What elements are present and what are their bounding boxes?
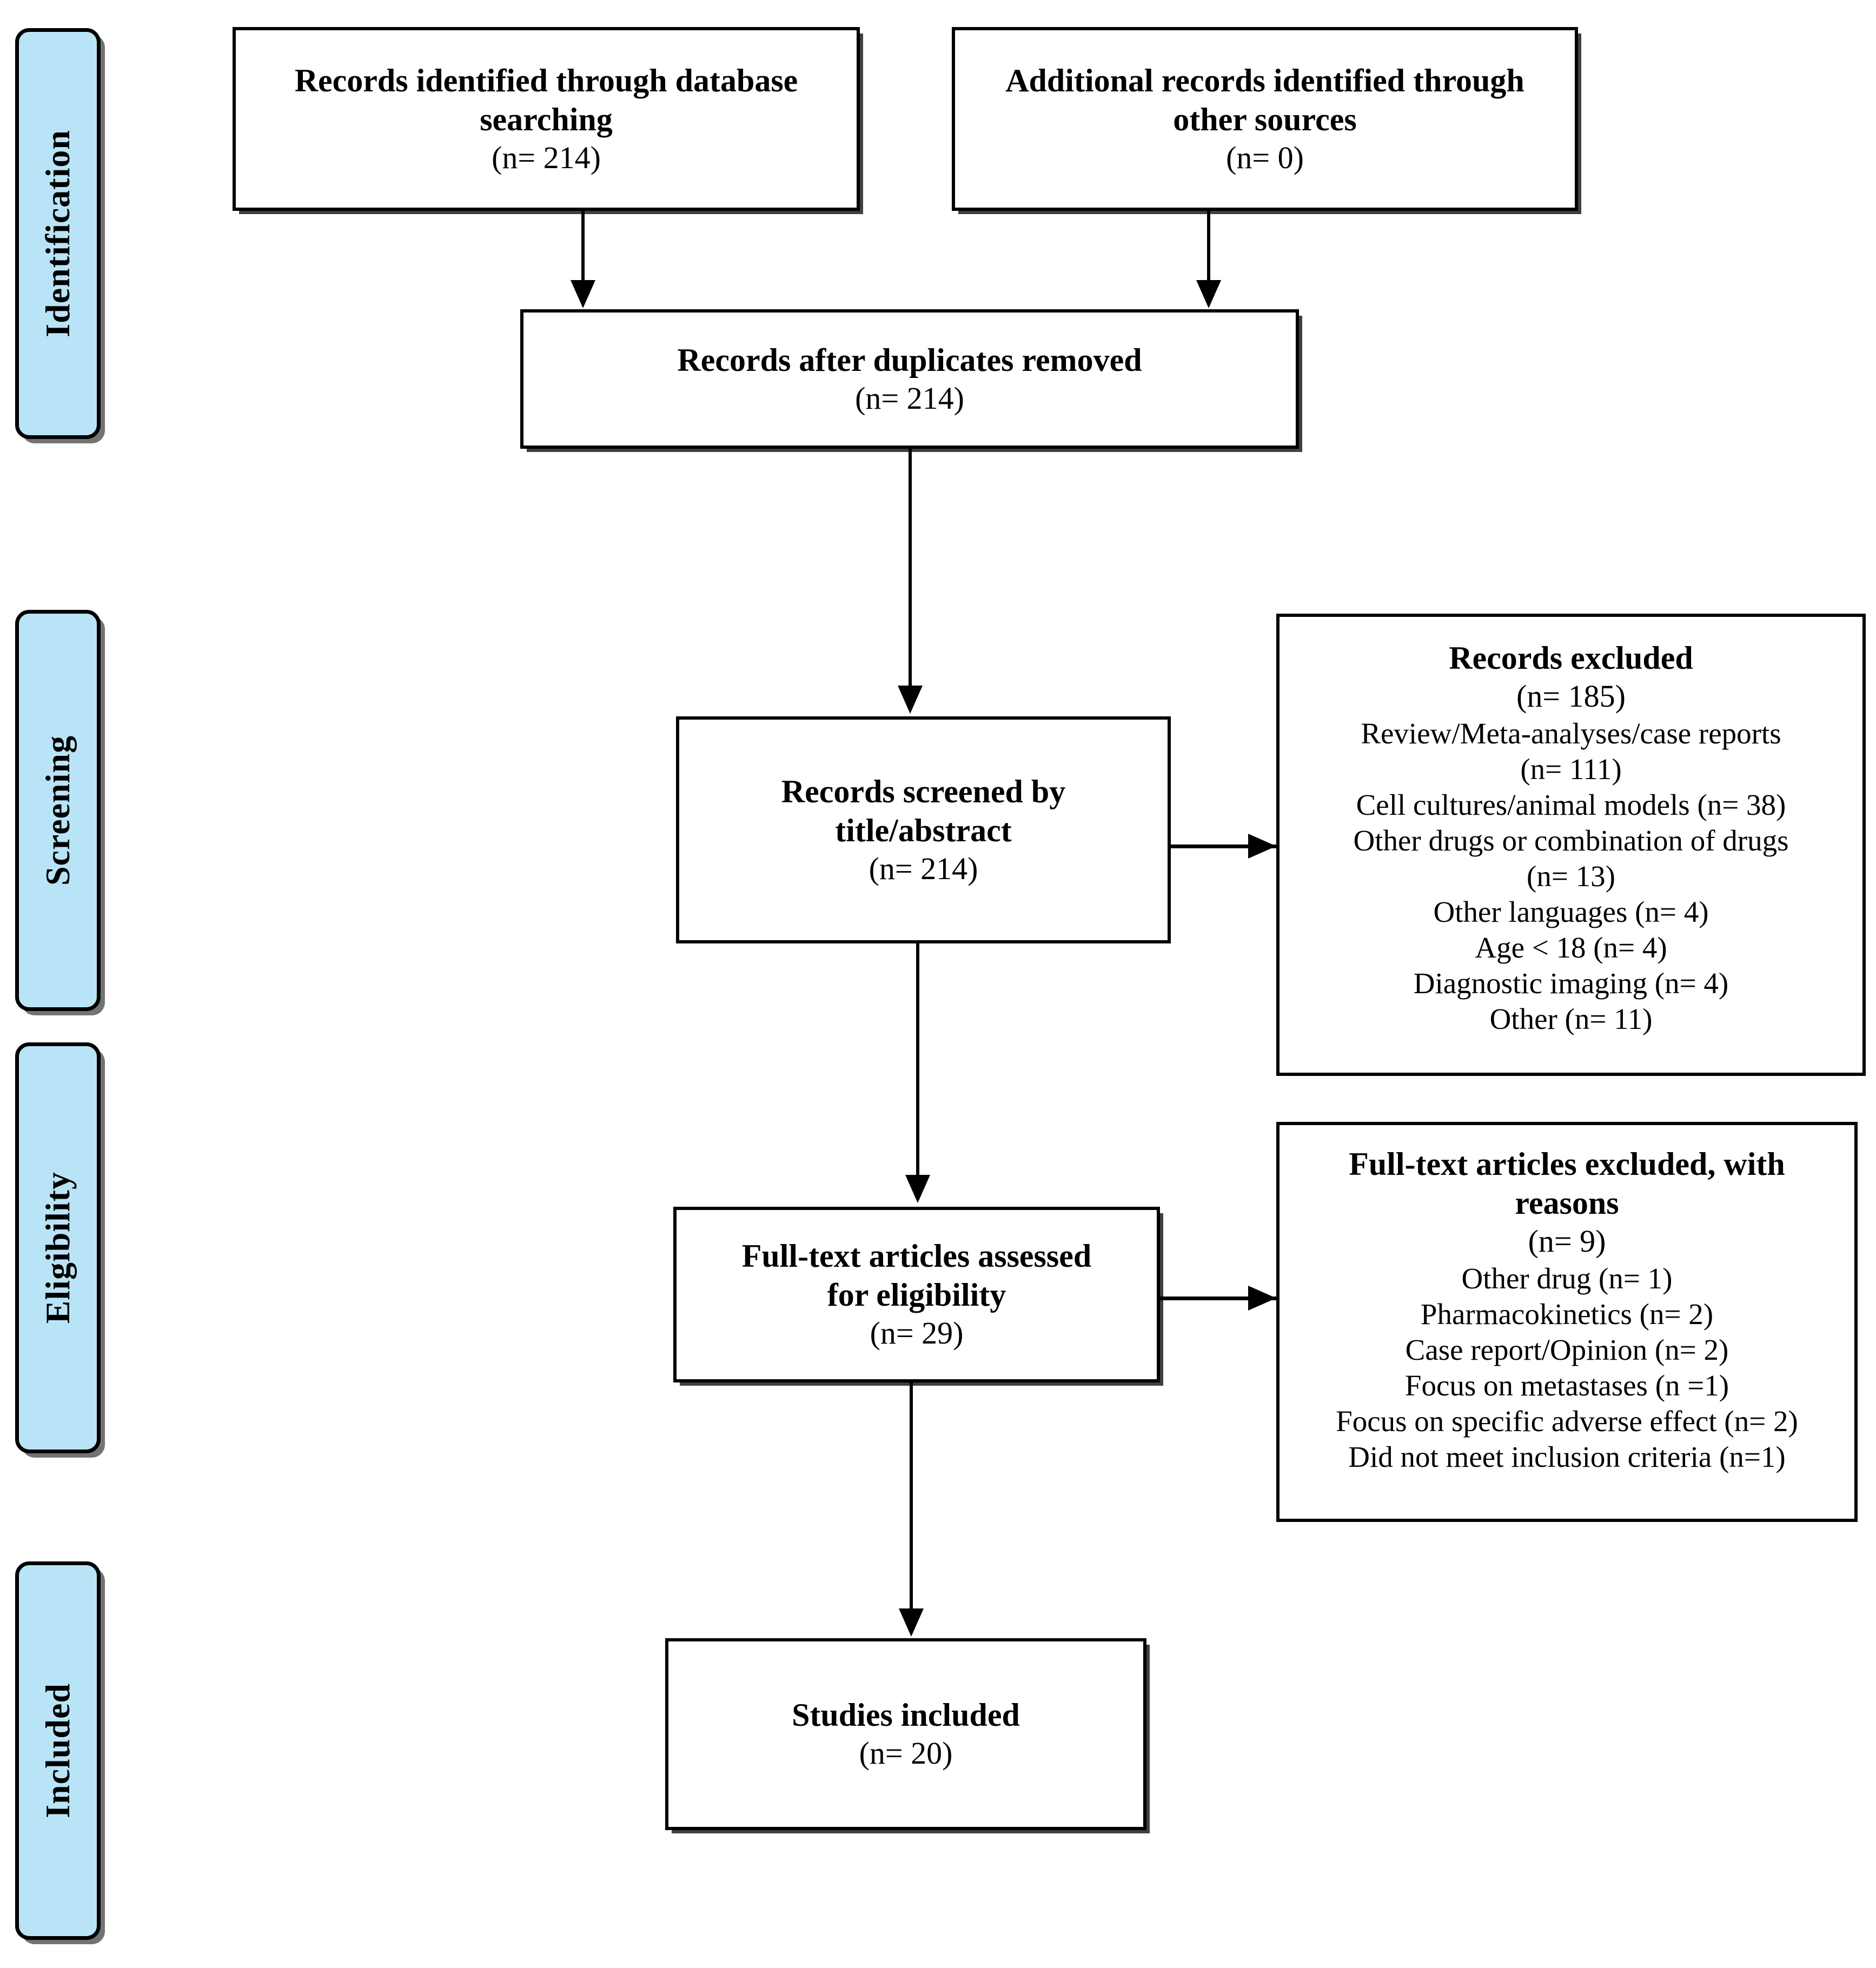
- connector-screened-to-fulltext-assessed: [916, 943, 919, 1176]
- box-records-screened-count: (n= 214): [869, 850, 978, 886]
- box-records-identified-database-title: Records identified through database sear…: [294, 62, 798, 137]
- arrowhead-other-sources-to-duplicates: [1196, 280, 1221, 308]
- arrowhead-duplicates-to-screened: [898, 686, 923, 714]
- arrowhead-screened-to-fulltext-assessed: [905, 1175, 930, 1203]
- box-records-excluded-reason: Review/Meta-analyses/case reports: [1361, 716, 1781, 750]
- box-fulltext-assessed-count: (n= 29): [870, 1315, 964, 1351]
- box-records-excluded-reason: Other languages (n= 4): [1433, 895, 1709, 928]
- box-records-screened: Records screened by title/abstract (n= 2…: [676, 716, 1171, 943]
- box-records-after-duplicates-removed-title: Records after duplicates removed: [677, 342, 1142, 378]
- box-records-excluded-count: (n= 185): [1516, 679, 1626, 714]
- box-studies-included-count: (n= 20): [859, 1736, 953, 1771]
- box-fulltext-assessed: Full-text articles assessed for eligibil…: [673, 1207, 1160, 1382]
- box-fulltext-excluded-reason: Did not meet inclusion criteria (n=1): [1348, 1440, 1786, 1473]
- box-records-excluded-title: Records excluded: [1449, 640, 1693, 676]
- box-records-excluded-reason: Diagnostic imaging (n= 4): [1413, 966, 1729, 1000]
- box-fulltext-excluded-reason: Other drug (n= 1): [1461, 1261, 1673, 1295]
- stage-tab-eligibility-label: Eligibility: [38, 1172, 77, 1324]
- connector-duplicates-to-screened: [909, 449, 912, 687]
- connector-fulltext-assessed-to-studies-included: [910, 1382, 913, 1610]
- box-additional-records-other-sources-title: Additional records identified through ot…: [1005, 62, 1524, 137]
- stage-tab-included: Included: [15, 1561, 101, 1940]
- stage-tab-identification: Identification: [15, 28, 101, 439]
- box-fulltext-excluded-title: Full-text articles excluded, with reason…: [1349, 1146, 1785, 1221]
- box-records-excluded: Records excluded (n= 185) Review/Meta-an…: [1276, 614, 1866, 1076]
- stage-tab-screening-label: Screening: [38, 735, 77, 886]
- box-fulltext-excluded-reason: Focus on specific adverse effect (n= 2): [1336, 1404, 1798, 1438]
- box-records-after-duplicates-removed-count: (n= 214): [855, 380, 964, 416]
- box-records-excluded-reason: Cell cultures/animal models (n= 38): [1356, 788, 1786, 821]
- box-fulltext-excluded: Full-text articles excluded, with reason…: [1276, 1122, 1858, 1522]
- box-studies-included-title: Studies included: [792, 1697, 1020, 1733]
- box-records-excluded-reason: Age < 18 (n= 4): [1475, 930, 1667, 964]
- connector-screened-to-records-excluded: [1171, 845, 1276, 848]
- stage-tab-included-label: Included: [38, 1683, 77, 1818]
- box-fulltext-excluded-reason: Pharmacokinetics (n= 2): [1420, 1297, 1714, 1331]
- box-studies-included: Studies included (n= 20): [665, 1638, 1146, 1830]
- box-records-excluded-reason: (n= 13): [1527, 859, 1615, 893]
- box-records-excluded-reason: Other drugs or combination of drugs: [1353, 823, 1789, 857]
- box-fulltext-excluded-count: (n= 9): [1528, 1224, 1606, 1259]
- arrowhead-fulltext-assessed-to-studies-included: [899, 1608, 924, 1637]
- box-records-excluded-reason: (n= 111): [1520, 752, 1622, 786]
- box-records-identified-database-count: (n= 214): [492, 139, 601, 175]
- connector-fulltext-assessed-to-excluded: [1160, 1297, 1276, 1300]
- box-additional-records-other-sources: Additional records identified through ot…: [952, 27, 1578, 211]
- box-records-excluded-reason: Other (n= 11): [1489, 1002, 1653, 1035]
- box-fulltext-excluded-reason: Case report/Opinion (n= 2): [1405, 1333, 1729, 1366]
- box-records-identified-database: Records identified through database sear…: [233, 27, 860, 211]
- connector-db-search-to-duplicates: [581, 211, 585, 281]
- box-fulltext-assessed-title: Full-text articles assessed for eligibil…: [741, 1238, 1092, 1313]
- stage-tab-screening: Screening: [15, 610, 101, 1011]
- box-additional-records-other-sources-count: (n= 0): [1226, 139, 1304, 175]
- connector-other-sources-to-duplicates: [1207, 211, 1210, 281]
- arrowhead-db-search-to-duplicates: [571, 280, 595, 308]
- arrowhead-fulltext-assessed-to-excluded: [1248, 1286, 1276, 1311]
- box-records-screened-title: Records screened by title/abstract: [781, 773, 1066, 848]
- stage-tab-eligibility: Eligibility: [15, 1042, 101, 1453]
- box-fulltext-excluded-reason: Focus on metastases (n =1): [1404, 1368, 1729, 1402]
- arrowhead-screened-to-records-excluded: [1248, 834, 1276, 859]
- stage-tab-identification-label: Identification: [38, 130, 77, 337]
- box-records-after-duplicates-removed: Records after duplicates removed (n= 214…: [520, 309, 1299, 449]
